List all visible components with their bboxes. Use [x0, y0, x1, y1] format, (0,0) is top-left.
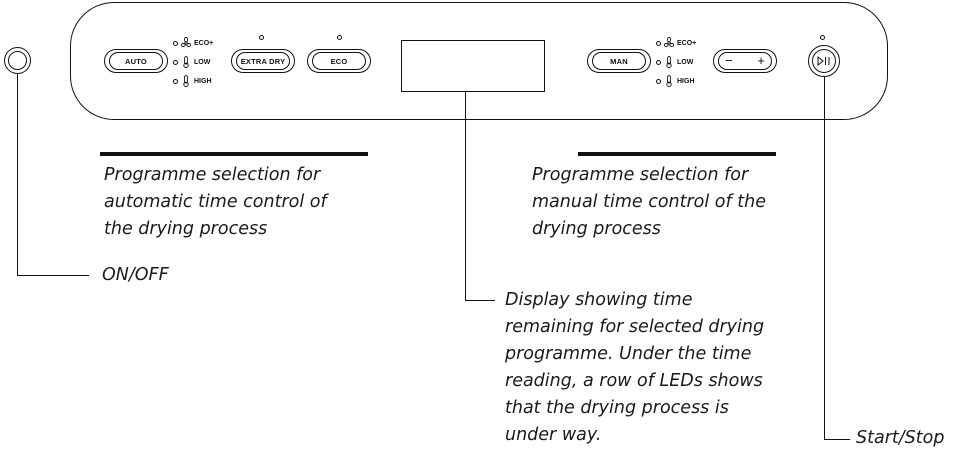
display-leader-line	[465, 300, 495, 301]
right-option-high: HIGH	[656, 75, 695, 87]
auto-button-label: AUTO	[125, 56, 147, 66]
man-button[interactable]: MAN	[587, 49, 651, 73]
time-display	[401, 40, 545, 92]
extra-dry-button[interactable]: EXTRA DRY	[231, 49, 295, 73]
man-button-label: MAN	[610, 56, 628, 66]
onoff-leader-line	[17, 275, 89, 276]
thermometer-icon	[183, 56, 189, 68]
plus-icon[interactable]: +	[757, 53, 765, 68]
led-indicator	[656, 59, 661, 65]
caption-line: reading, a row of LEDs shows	[505, 371, 763, 391]
left-option-low: LOW	[173, 56, 210, 68]
eco-led	[337, 35, 342, 40]
caption-line: programme. Under the time	[505, 344, 752, 364]
caption-line: under way.	[505, 425, 602, 445]
caption-line: remaining for selected drying	[505, 317, 765, 337]
auto-bracket-bar	[100, 152, 368, 156]
manual-bracket-bar	[578, 152, 776, 156]
right-option-low: LOW	[656, 56, 693, 68]
left-option-high: HIGH	[173, 75, 212, 87]
start-stop-caption: Start/Stop	[856, 428, 945, 448]
caption-line: automatic time control of	[104, 192, 327, 212]
led-indicator	[173, 59, 178, 65]
thermometer-icon	[666, 56, 672, 68]
led-indicator	[173, 40, 178, 46]
caption-line: manual time control of the	[532, 192, 766, 212]
caption-line: Programme selection for	[532, 165, 749, 185]
eco-button[interactable]: ECO	[307, 49, 371, 73]
start-stop-leader-line	[824, 77, 825, 440]
time-adjust-button[interactable]: − +	[713, 49, 777, 73]
fan-icon	[181, 37, 191, 47]
led-indicator	[656, 40, 661, 46]
start-stop-leader-line	[824, 439, 850, 440]
led-indicator	[656, 78, 661, 84]
onoff-caption: ON/OFF	[102, 265, 169, 285]
caption-line: Programme selection for	[104, 165, 321, 185]
left-option-eco-plus: ECO+	[173, 37, 213, 49]
caption-line: Display showing time	[505, 290, 693, 310]
auto-button[interactable]: AUTO	[104, 49, 168, 73]
option-label: HIGH	[194, 77, 212, 85]
power-button[interactable]	[4, 47, 31, 74]
fan-icon	[664, 37, 674, 47]
option-label: ECO+	[677, 39, 697, 47]
minus-icon[interactable]: −	[725, 53, 733, 68]
thermometer-icon	[666, 75, 672, 87]
display-caption: Display showing time remaining for selec…	[505, 287, 764, 449]
caption-line: that the drying process is	[505, 398, 729, 418]
option-label: LOW	[194, 58, 211, 66]
option-label: LOW	[677, 58, 694, 66]
option-label: ECO+	[194, 39, 214, 47]
extra-dry-button-label: EXTRA DRY	[240, 56, 286, 66]
power-icon	[8, 51, 27, 70]
start-stop-button[interactable]	[808, 45, 840, 77]
manual-caption: Programme selection for manual time cont…	[532, 162, 766, 243]
option-label: HIGH	[677, 77, 695, 85]
caption-line: drying process	[532, 219, 661, 239]
onoff-leader-line	[17, 74, 18, 276]
control-panel	[70, 2, 888, 120]
right-option-eco-plus: ECO+	[656, 37, 696, 49]
play-pause-icon	[817, 56, 830, 66]
display-leader-line	[465, 92, 466, 301]
eco-button-label: ECO	[330, 56, 348, 66]
thermometer-icon	[183, 75, 189, 87]
auto-caption: Programme selection for automatic time c…	[104, 162, 327, 243]
led-indicator	[173, 78, 178, 84]
start-stop-led	[820, 35, 825, 40]
extra-dry-led	[259, 35, 264, 40]
caption-line: the drying process	[104, 219, 268, 239]
